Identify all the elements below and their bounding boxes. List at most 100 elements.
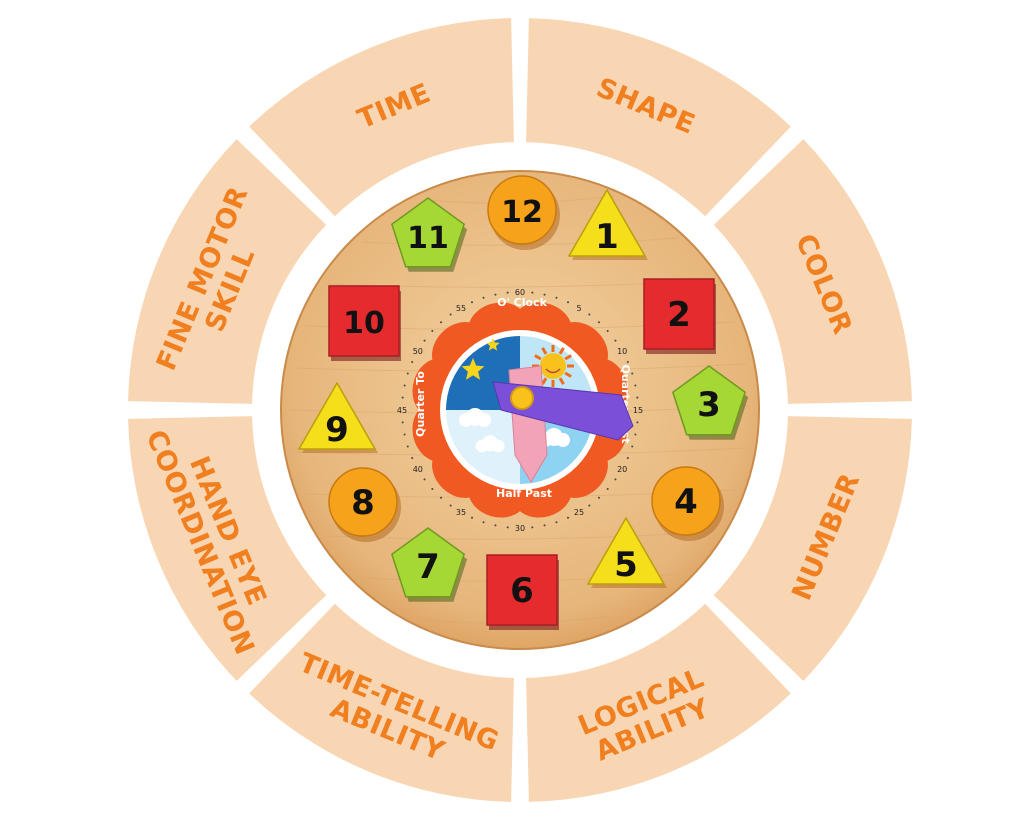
piece-number: 6 xyxy=(510,571,534,611)
label-half-past: Half Past xyxy=(496,487,552,500)
square-shape xyxy=(328,285,400,357)
minute-dot xyxy=(411,456,414,459)
minute-mark: 5 xyxy=(576,304,581,313)
minute-mark: 45 xyxy=(397,406,407,415)
minute-dot xyxy=(431,487,434,490)
minute-mark: 40 xyxy=(413,465,423,474)
minute-dot xyxy=(423,478,426,481)
minute-dot xyxy=(423,339,426,342)
number-piece-2[interactable]: 2 xyxy=(643,278,716,354)
minute-mark: 30 xyxy=(515,524,525,533)
circle-shape xyxy=(487,175,557,245)
square-shape xyxy=(643,278,715,350)
ring-segment xyxy=(713,416,912,681)
piece-number: 9 xyxy=(325,410,349,450)
minute-dot xyxy=(543,524,546,527)
piece-number: 12 xyxy=(501,195,543,230)
minute-dot xyxy=(482,296,485,299)
ring-segment xyxy=(128,139,327,404)
minute-dot xyxy=(614,478,617,481)
ring-segment xyxy=(128,416,327,681)
number-piece-1[interactable]: 1 xyxy=(567,188,648,260)
triangle-shape xyxy=(586,516,666,585)
star-icon xyxy=(486,338,500,351)
minute-mark: 15 xyxy=(633,406,643,415)
minute-dot xyxy=(431,330,434,333)
minute-dot xyxy=(555,296,558,299)
minute-dot xyxy=(440,496,443,499)
piece-number: 10 xyxy=(343,306,385,341)
minute-dot xyxy=(506,526,509,529)
minute-dot xyxy=(626,361,629,364)
minute-dot xyxy=(449,504,452,507)
minute-dot xyxy=(403,433,406,436)
square-shape xyxy=(486,554,558,626)
minute-mark: 50 xyxy=(413,347,423,356)
center-hub xyxy=(510,386,534,410)
minute-dot xyxy=(555,521,558,524)
number-piece-5[interactable]: 5 xyxy=(586,516,667,588)
minute-dot xyxy=(401,396,404,399)
minute-dot xyxy=(566,516,569,519)
piece-number: 1 xyxy=(595,217,619,257)
minute-mark: 20 xyxy=(617,465,627,474)
minute-dot xyxy=(606,330,609,333)
minute-dot xyxy=(440,321,443,324)
ring-segment xyxy=(526,18,791,217)
minute-dot xyxy=(634,384,637,387)
star-icon xyxy=(461,358,485,380)
circle-shape xyxy=(651,466,721,536)
minute-mark: 25 xyxy=(574,508,584,517)
pentagon-shape xyxy=(671,365,747,436)
number-piece-11[interactable]: 11 xyxy=(390,197,468,272)
clock-hands xyxy=(492,365,634,483)
number-piece-12[interactable]: 12 xyxy=(487,175,560,250)
circle-shape xyxy=(328,467,398,537)
minute-dot xyxy=(494,293,497,296)
cloud-icon xyxy=(459,408,491,427)
minute-dot xyxy=(631,372,634,375)
cloud-icon xyxy=(475,435,505,453)
skills-ring: SHAPECOLORNUMBERLOGICALABILITYTIME-TELLI… xyxy=(128,18,912,802)
number-piece-9[interactable]: 9 xyxy=(297,381,378,453)
minute-dot xyxy=(634,433,637,436)
minute-dot xyxy=(588,313,591,316)
minute-dot xyxy=(494,524,497,527)
number-piece-10[interactable]: 10 xyxy=(328,285,401,361)
number-piece-6[interactable]: 6 xyxy=(486,554,559,630)
label-o-clock: O' Clock xyxy=(497,296,547,309)
minute-dot xyxy=(401,421,404,424)
minute-dot xyxy=(531,526,534,529)
minute-mark: 35 xyxy=(456,508,466,517)
minute-dot xyxy=(631,445,634,448)
piece-number: 7 xyxy=(416,547,440,587)
pentagon-shape xyxy=(390,527,466,598)
piece-number: 4 xyxy=(674,482,698,522)
minute-dot xyxy=(597,496,600,499)
ring-segment xyxy=(713,139,912,404)
minute-dot xyxy=(449,313,452,316)
number-piece-8[interactable]: 8 xyxy=(328,467,401,542)
number-piece-4[interactable]: 4 xyxy=(651,466,724,541)
minute-dot xyxy=(543,293,546,296)
number-piece-7[interactable]: 7 xyxy=(390,527,468,602)
minute-dot xyxy=(566,301,569,304)
minute-dot xyxy=(606,487,609,490)
minute-dot xyxy=(471,301,474,304)
minute-mark: 10 xyxy=(617,347,627,356)
ring-segment xyxy=(249,603,514,802)
minute-dot xyxy=(411,361,414,364)
piece-number: 2 xyxy=(667,295,691,335)
minute-dot xyxy=(406,445,409,448)
minute-dot xyxy=(626,456,629,459)
minute-dot xyxy=(406,372,409,375)
number-piece-3[interactable]: 3 xyxy=(671,365,749,440)
piece-number: 11 xyxy=(407,221,449,256)
ring-segment xyxy=(526,603,791,802)
minute-dot xyxy=(531,291,534,294)
minute-dot xyxy=(403,384,406,387)
triangle-shape xyxy=(297,381,377,450)
minute-mark: 60 xyxy=(515,288,525,297)
